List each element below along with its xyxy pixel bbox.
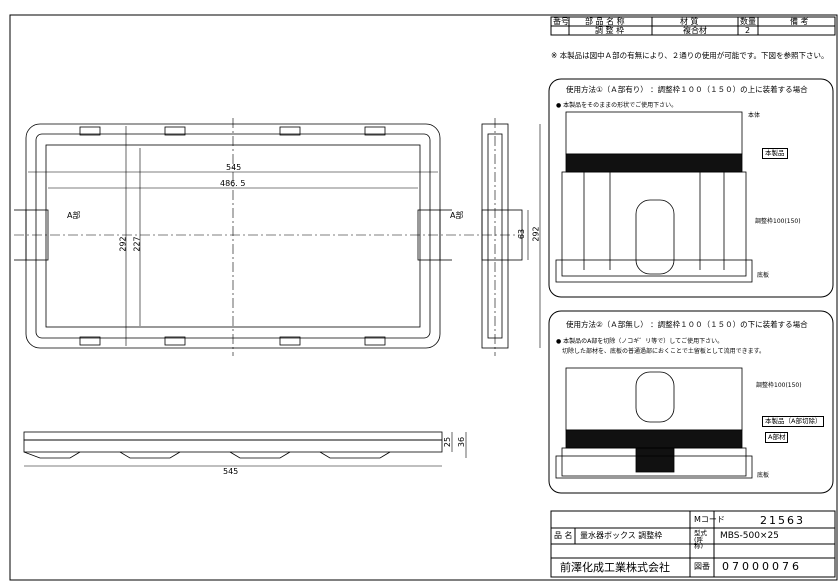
table-header-remarks: 備 考 bbox=[790, 17, 809, 26]
usage2-label-product: 本製品（A部切除） bbox=[762, 416, 825, 427]
table-row-qty: 2 bbox=[745, 26, 751, 35]
usage1-panel bbox=[548, 78, 834, 298]
usage1-label-product: 本製品 bbox=[762, 148, 788, 159]
dim-292-left: 292 bbox=[118, 236, 128, 252]
dim-292-side: 292 bbox=[531, 226, 541, 242]
drawing-no-label: 図番 bbox=[694, 562, 710, 571]
sheet-border bbox=[9, 14, 838, 581]
dim-63: 63 bbox=[517, 228, 527, 240]
table-row-name: 調 整 枠 bbox=[595, 26, 625, 35]
table-header-no: 番号 bbox=[553, 17, 569, 26]
side-view bbox=[481, 118, 523, 356]
parta-right-label: A部 bbox=[450, 211, 464, 220]
table-row-material: 複合材 bbox=[683, 26, 707, 35]
parts-table-lines bbox=[550, 16, 836, 36]
usage1-bullet: ● 本製品をそのままの形状でご使用下さい。 bbox=[556, 102, 678, 109]
company-name: 前澤化成工業株式会社 bbox=[560, 561, 670, 574]
product-name-label: 品 名 bbox=[554, 531, 573, 540]
table-header-material: 材 質 bbox=[680, 17, 699, 26]
usage2-title: 使用方法②（Ａ部無し） ：調整枠１００（１５０）の下に装着する場合 bbox=[566, 320, 808, 329]
usage2-label-parta: A部材 bbox=[765, 432, 789, 443]
model-label: 型式(呼称) bbox=[694, 529, 707, 550]
front-view bbox=[23, 431, 443, 459]
usage1-label-frame: 調整枠100(150) bbox=[755, 218, 801, 225]
parta-left-label: A部 bbox=[67, 211, 81, 220]
drawing-no-value: 07000076 bbox=[722, 560, 802, 573]
dim-545-bottom: 545 bbox=[223, 467, 239, 476]
usage1-title: 使用方法①（Ａ部有り） ：調整枠１００（１５０）の上に装着する場合 bbox=[566, 85, 808, 94]
dim-36: 36 bbox=[457, 436, 467, 448]
table-header-qty: 数量 bbox=[740, 17, 756, 26]
dim-25: 25 bbox=[443, 436, 453, 448]
title-block-lines bbox=[550, 510, 836, 578]
usage2-bullet2: 切除した部材を、底板の普通過部におくことで土留板として流用できます。 bbox=[562, 348, 766, 355]
dim-227: 227 bbox=[132, 236, 142, 252]
usage2-bullet1: ● 本製品のA部を切除（ノコギ゛リ等で）してご使用下さい。 bbox=[556, 338, 724, 345]
usage1-label-body: 本体 bbox=[748, 112, 761, 119]
mcode-label: Mコード bbox=[694, 515, 725, 524]
usage2-panel bbox=[548, 310, 834, 494]
usage2-label-base: 底板 bbox=[757, 472, 770, 479]
dim-486: 486. 5 bbox=[220, 179, 246, 188]
usage2-label-frame: 調整枠100(150) bbox=[756, 382, 802, 389]
product-name-value: 量水器ボックス 調整枠 bbox=[580, 531, 663, 540]
usage1-label-base: 底板 bbox=[757, 272, 770, 279]
table-header-name: 部 品 名 称 bbox=[585, 17, 625, 26]
model-value: MBS-500×25 bbox=[720, 531, 779, 541]
mcode-value: 21563 bbox=[760, 514, 805, 527]
dim-545-top: 545 bbox=[226, 163, 242, 172]
usage-note: ※ 本製品は図中Ａ部の有無により、２通りの使用が可能です。下図を参照下さい。 bbox=[551, 51, 829, 60]
